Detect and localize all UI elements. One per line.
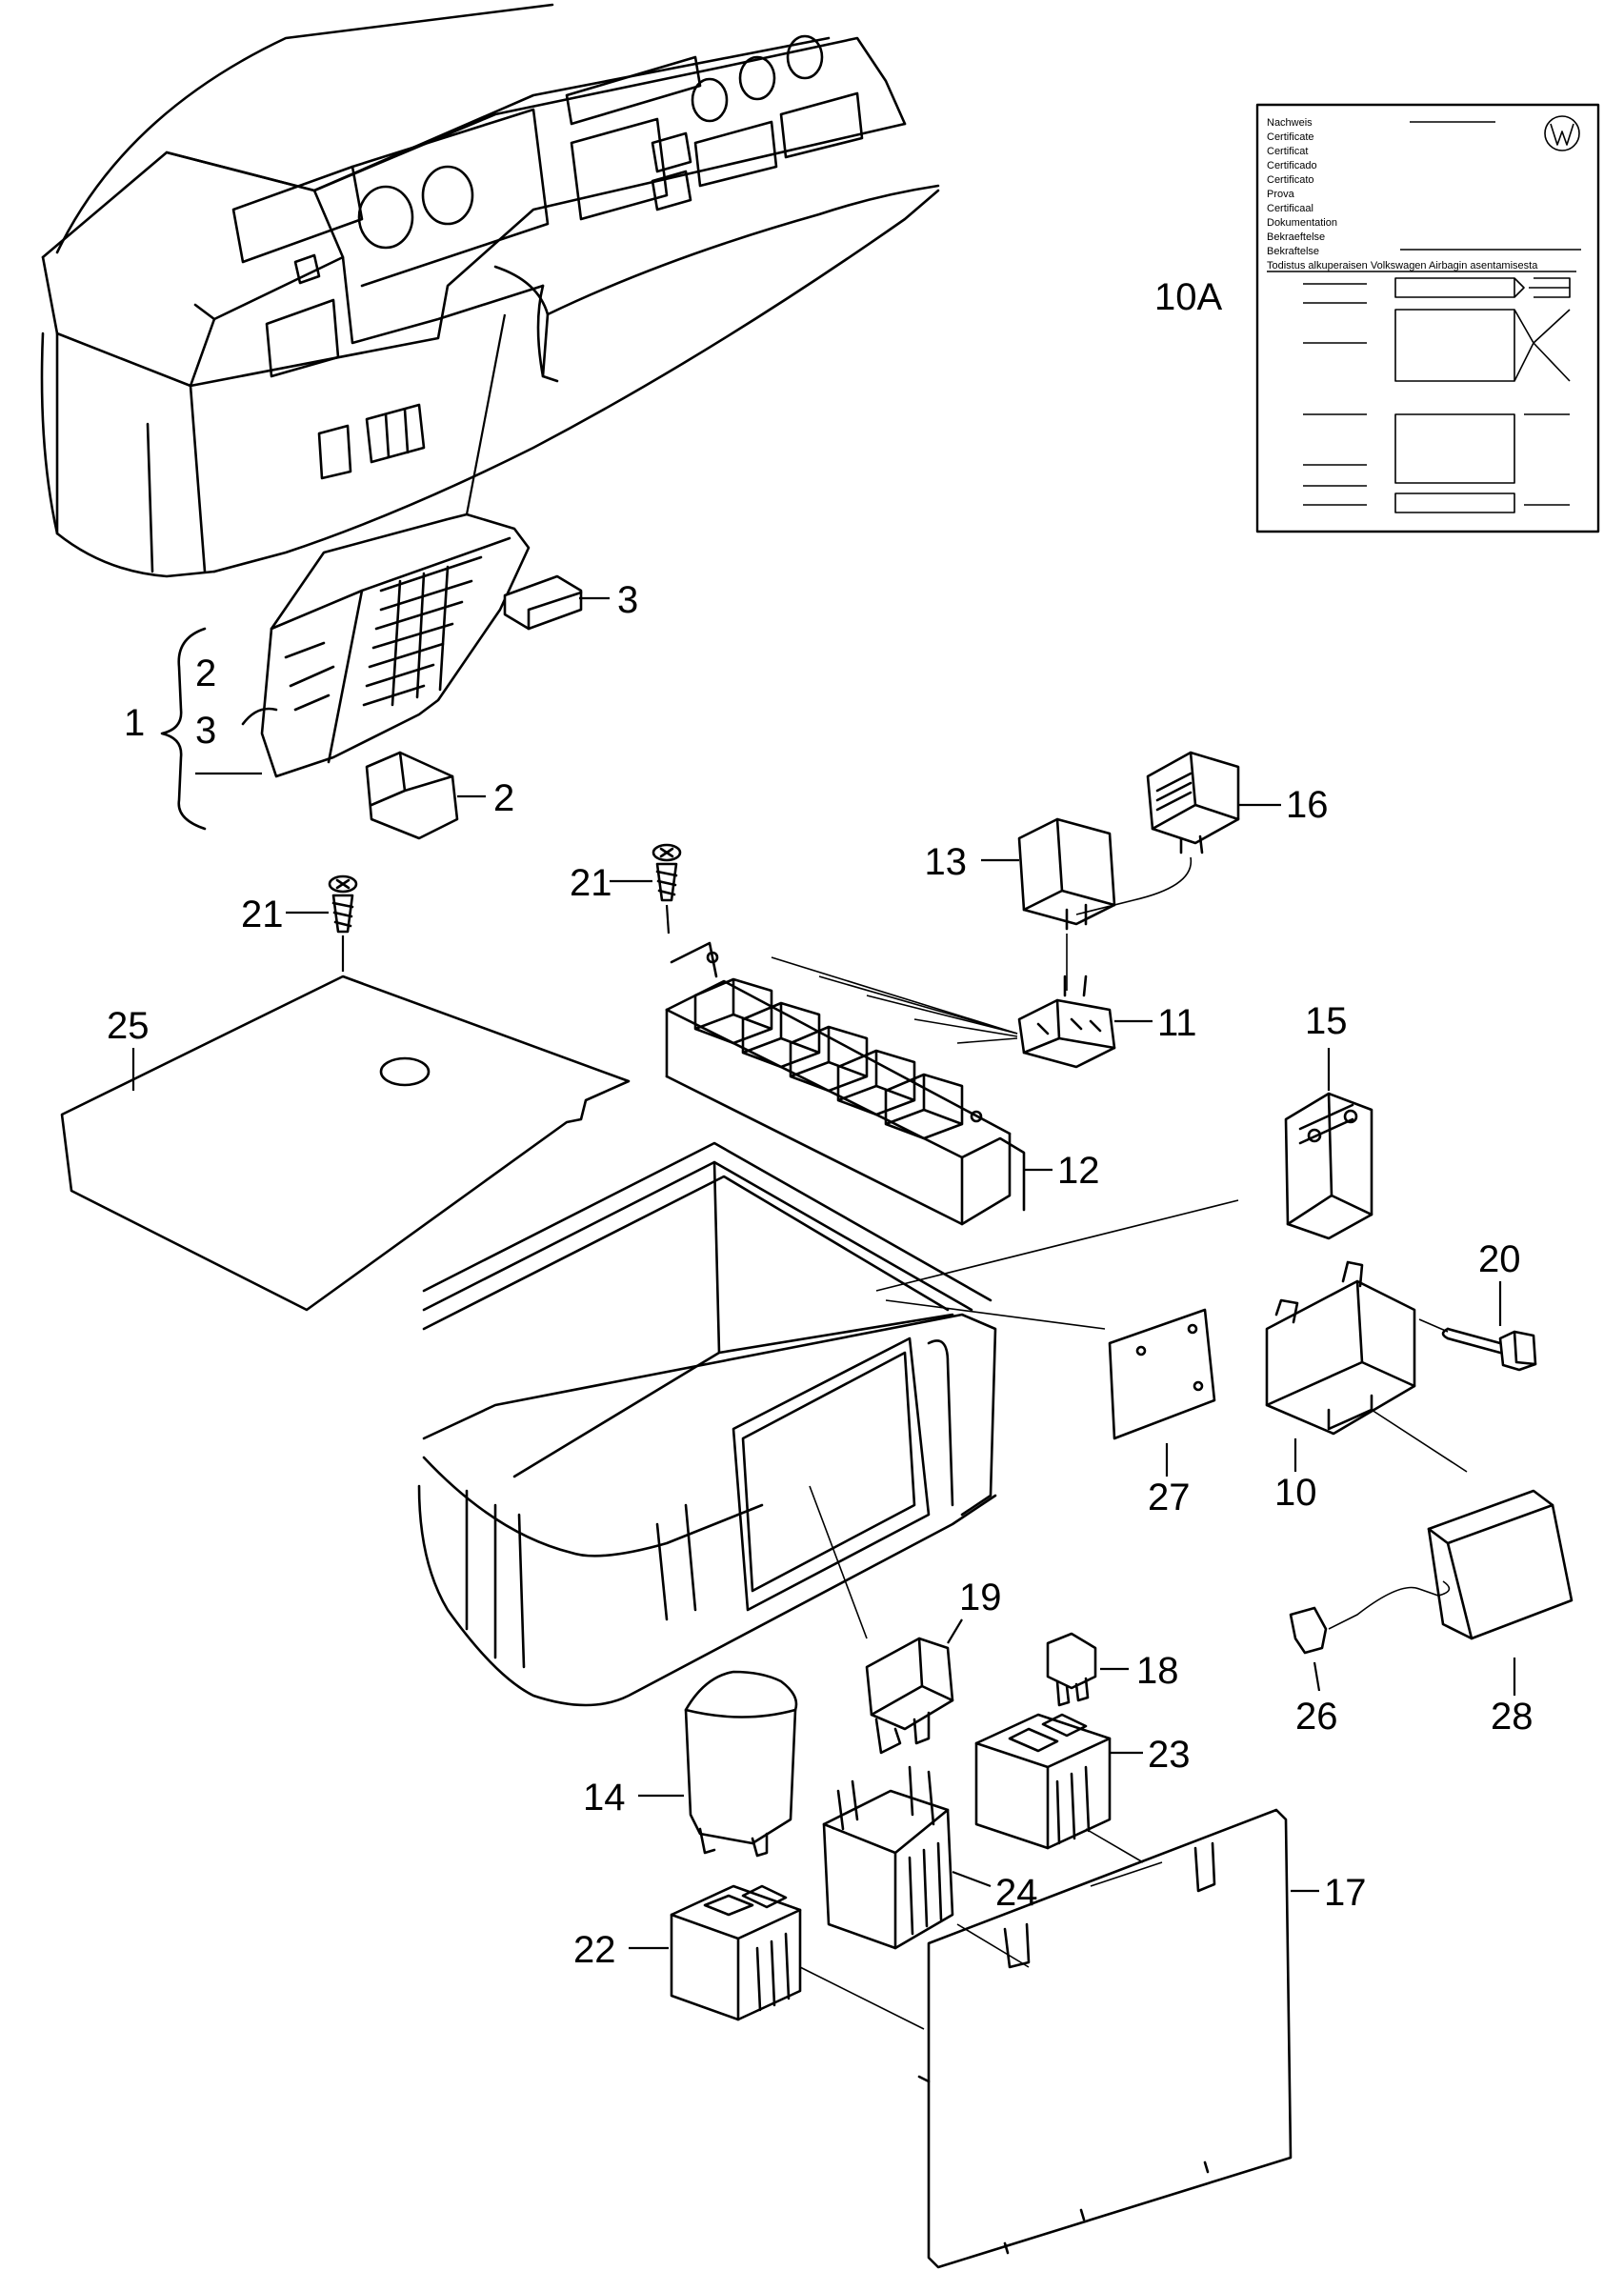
certificate-line-4: Certificado — [1267, 160, 1317, 171]
relay-socket-22 — [629, 1884, 802, 2021]
callout-3: 3 — [617, 579, 638, 621]
bolt-20 — [1418, 1281, 1537, 1372]
connector-cap-3 — [503, 574, 583, 631]
certificate-line-1: Nachweis — [1267, 117, 1313, 129]
certificate-line-5: Certificato — [1267, 174, 1314, 186]
certificate-line-10: Bekraftelse — [1267, 246, 1319, 257]
callout-16: 16 — [1286, 784, 1329, 826]
callout-26: 26 — [1295, 1696, 1338, 1738]
certificate-line-9: Bekraeftelse — [1267, 231, 1325, 243]
callout-13: 13 — [925, 841, 968, 883]
cover-28 — [1328, 1489, 1574, 1696]
callout-14: 14 — [583, 1777, 626, 1819]
callout-27: 27 — [1148, 1477, 1191, 1518]
callout-3-bracket: 3 — [195, 710, 216, 752]
fuse-19 — [865, 1618, 963, 1755]
certificate-line-6: Prova — [1267, 189, 1295, 200]
relay-socket-11 — [771, 956, 1153, 1069]
callout-20: 20 — [1478, 1238, 1521, 1280]
fuse-box-compartment — [417, 1141, 1239, 1707]
fuse-18 — [1046, 1632, 1129, 1707]
callout-22: 22 — [573, 1929, 616, 1971]
control-unit-15 — [1284, 1048, 1373, 1240]
plate-27 — [1108, 1308, 1216, 1477]
relay-socket-23 — [974, 1713, 1143, 1850]
relay-2 — [365, 751, 459, 840]
callout-11: 11 — [1157, 1002, 1197, 1044]
dashboard — [40, 3, 940, 578]
certificate-line-7: Certificaal — [1267, 203, 1313, 214]
relay-13 — [981, 817, 1116, 991]
certificate-line-2: Certificate — [1267, 131, 1314, 143]
callout-25: 25 — [107, 1005, 150, 1047]
callout-12: 12 — [1057, 1150, 1100, 1192]
certificate-footer: Todistus alkuperaisen Volkswagen Airbagi… — [1267, 260, 1538, 271]
fuse-relay-carrier — [241, 512, 531, 778]
callout-2-bracket: 2 — [195, 653, 216, 694]
callout-24: 24 — [995, 1872, 1038, 1914]
callout-2: 2 — [493, 777, 514, 819]
control-unit-16 — [1075, 751, 1281, 915]
callout-21-left: 21 — [241, 894, 284, 935]
callout-labels: 1 2 3 3 2 10A 13 16 21 21 11 25 15 12 20… — [107, 276, 1534, 1971]
callout-19: 19 — [959, 1577, 1002, 1618]
callout-1: 1 — [124, 702, 145, 744]
callout-28: 28 — [1491, 1696, 1534, 1738]
callout-18: 18 — [1136, 1650, 1179, 1692]
callout-17: 17 — [1324, 1872, 1367, 1914]
callout-15: 15 — [1305, 1000, 1348, 1042]
callout-10: 10 — [1274, 1472, 1317, 1514]
relay-socket-24 — [822, 1765, 992, 1950]
certificate-line-3: Certificat — [1267, 146, 1308, 157]
callout-23: 23 — [1148, 1734, 1191, 1776]
relay-plate-12 — [665, 941, 1053, 1226]
screw-21-right — [610, 843, 682, 935]
bracket-1 — [160, 627, 207, 831]
control-unit-10 — [1265, 1260, 1468, 1473]
grommet-26 — [1289, 1606, 1328, 1692]
certificate-line-8: Dokumentation — [1267, 217, 1337, 229]
callout-10a: 10A — [1154, 276, 1222, 318]
certificate-card: Nachweis Certificate Certificat Certific… — [1255, 103, 1600, 533]
mat-25 — [60, 975, 631, 1312]
cover-17 — [799, 1808, 1319, 2269]
callout-21-right: 21 — [570, 862, 612, 904]
vw-logo-icon — [1544, 115, 1580, 151]
screw-21-left — [286, 874, 358, 972]
plate-relays — [693, 977, 964, 1140]
relay-14 — [638, 1670, 798, 1858]
